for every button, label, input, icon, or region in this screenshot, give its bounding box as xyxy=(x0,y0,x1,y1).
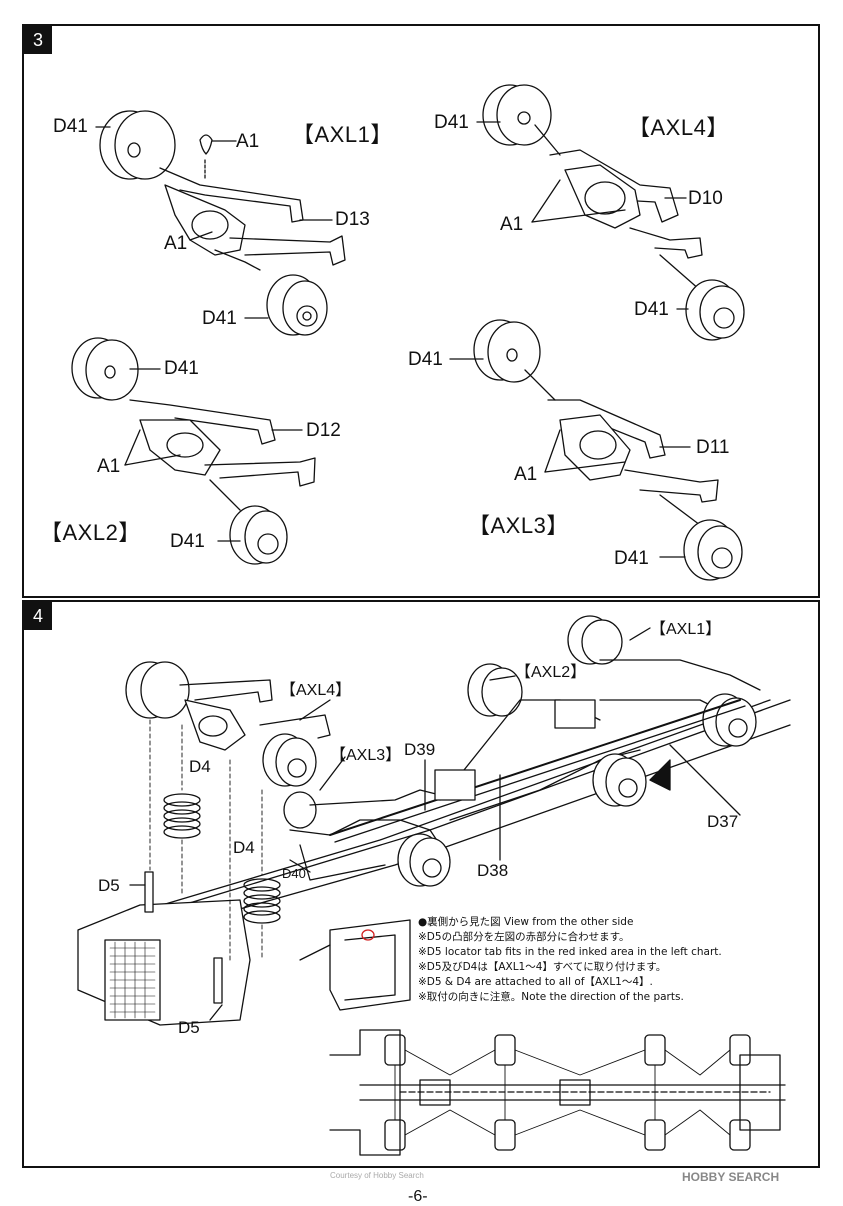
inset-view-drawing xyxy=(299,919,411,1011)
part-label-d13: D13 xyxy=(335,209,370,230)
part-label-d41: D41 xyxy=(164,358,199,379)
part-label-d41: D41 xyxy=(434,112,469,133)
part-label-d11: D11 xyxy=(696,437,730,458)
axl4-assembly-drawing xyxy=(476,84,745,341)
part-label-d5: D5 xyxy=(98,876,120,895)
part-label-a1: A1 xyxy=(500,214,524,235)
part-label-d4: D4 xyxy=(189,757,211,776)
axl3-callout: 【AXL3】 xyxy=(330,747,402,764)
axl4-callout: 【AXL4】 xyxy=(280,682,352,699)
part-label-d41: D41 xyxy=(614,548,649,569)
part-label-d41: D41 xyxy=(170,531,205,552)
note-d5-english: ※D5 locator tab fits in the red inked ar… xyxy=(418,946,722,958)
note-d5-d4-english: ※D5 & D4 are attached to all of【AXL1～4】. xyxy=(418,976,653,988)
part-label-a1: A1 xyxy=(514,464,538,485)
part-label-d37: D37 xyxy=(707,812,739,831)
part-label-d10: D10 xyxy=(688,188,723,209)
axl2-title: 【AXL2】 xyxy=(40,520,141,545)
part-label-d41: D41 xyxy=(53,116,88,137)
part-label-d12: D12 xyxy=(306,420,341,441)
chassis-plan-view-drawing xyxy=(329,1029,786,1156)
part-label-d39: D39 xyxy=(404,740,436,759)
part-label-a1: A1 xyxy=(236,131,260,152)
part-label-d41: D41 xyxy=(634,299,669,320)
note-d5-d4-japanese: ※D5及びD4は【AXL1～4】すべてに取り付けます。 xyxy=(418,961,667,973)
hobby-search-logo: HOBBY SEARCH xyxy=(682,1170,780,1184)
part-label-d4: D4 xyxy=(233,838,255,857)
axl2-assembly-drawing xyxy=(71,337,316,565)
axl2-callout: 【AXL2】 xyxy=(515,664,587,681)
part-label-d40: D40 xyxy=(282,866,306,881)
chassis-assembly-drawing xyxy=(77,615,791,1026)
watermark-credit: Courtesy of Hobby Search xyxy=(330,1171,424,1180)
part-label-d5: D5 xyxy=(178,1018,200,1037)
step-3-badge: 3 xyxy=(24,26,52,54)
note-part-direction: ※取付の向きに注意。Note the direction of the part… xyxy=(418,991,684,1003)
part-label-d41: D41 xyxy=(408,349,443,370)
step-4-badge: 4 xyxy=(24,602,52,630)
note-d5-japanese: ※D5の凸部分を左図の赤部分に合わせます。 xyxy=(418,931,630,943)
note-view-from-other-side: ●裏側から見た図 View from the other side xyxy=(418,916,634,928)
part-label-d38: D38 xyxy=(477,861,509,880)
axl3-title: 【AXL3】 xyxy=(468,513,569,538)
page-number: -6- xyxy=(408,1188,428,1205)
coil-springs xyxy=(163,793,281,924)
axl1-assembly-drawing xyxy=(95,110,346,336)
axl4-title: 【AXL4】 xyxy=(628,115,729,140)
part-label-a1: A1 xyxy=(164,233,188,254)
axl1-callout: 【AXL1】 xyxy=(650,621,722,638)
part-label-a1: A1 xyxy=(97,456,121,477)
axl1-title: 【AXL1】 xyxy=(292,122,393,147)
assembly-notes: ●裏側から見た図 View from the other side ※D5の凸部… xyxy=(418,915,818,1005)
part-label-d41: D41 xyxy=(202,308,237,329)
axl3-assembly-drawing xyxy=(449,319,743,581)
